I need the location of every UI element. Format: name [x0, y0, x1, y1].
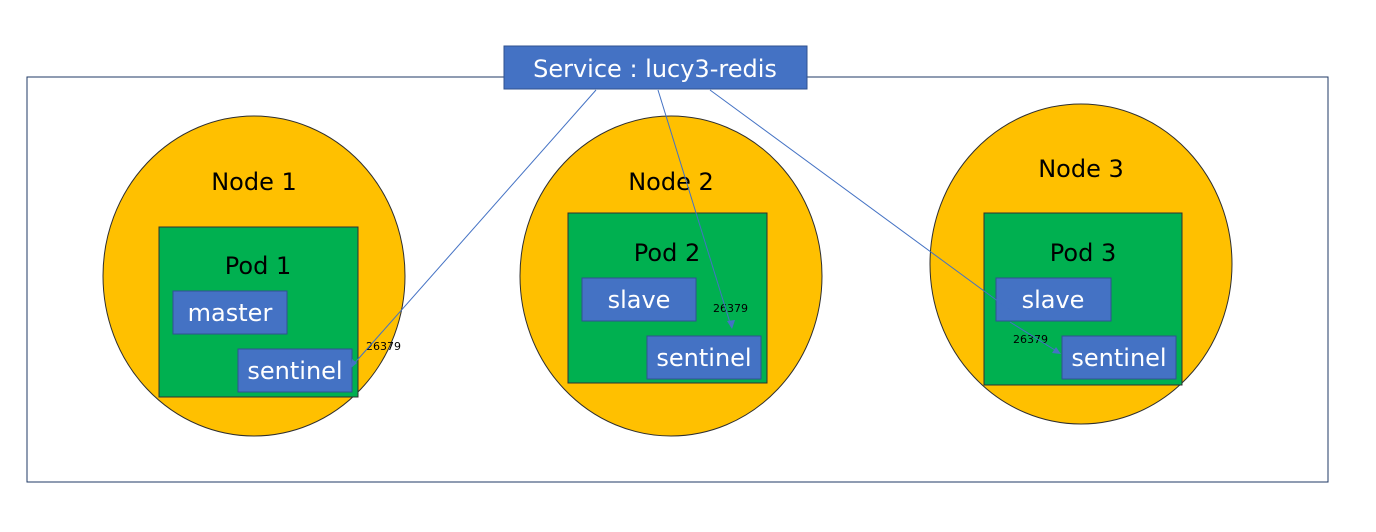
- service-to-sentinel-3-line: [709, 89, 1011, 311]
- slave-3-label: slave: [1022, 286, 1085, 314]
- arrow-head-3: [1052, 347, 1061, 354]
- slave-2-label: slave: [608, 286, 671, 314]
- port-2-label: 26379: [713, 302, 748, 315]
- sentinel-3-link-line: [1009, 321, 1059, 353]
- sentinel-2-box: [646, 335, 762, 380]
- sentinel-1-label: sentinel: [247, 357, 342, 385]
- port-3-label: 26379: [1013, 333, 1048, 346]
- service-rect: [503, 45, 808, 90]
- pod-1-label: Pod 1: [225, 252, 291, 280]
- port-1-label: 26379: [366, 340, 401, 353]
- master-box: [172, 290, 288, 335]
- sentinel-3-label: sentinel: [1071, 344, 1166, 372]
- service-to-sentinel-1-line: [351, 89, 597, 367]
- sentinel-1-box: [237, 348, 353, 393]
- pod-2-label: Pod 2: [634, 239, 700, 267]
- arrow-head-1: [351, 359, 357, 368]
- node-3: Node 3 Pod 3 slave sentinel 26379: [929, 103, 1233, 425]
- node-1-label: Node 1: [211, 168, 297, 196]
- node-1: Node 1 Pod 1 master sentinel 26379: [102, 115, 406, 437]
- service-box: Service : lucy3-redis: [503, 45, 808, 90]
- slave-2-box: [581, 277, 697, 322]
- node-2: Node 2 Pod 2 slave sentinel 26379: [519, 115, 823, 437]
- node-3-label: Node 3: [1038, 155, 1124, 183]
- arrow-head-2: [727, 320, 735, 329]
- sentinel-2-label: sentinel: [656, 344, 751, 372]
- pod-3-label: Pod 3: [1050, 239, 1116, 267]
- master-label: master: [188, 299, 273, 327]
- node-2-label: Node 2: [628, 168, 714, 196]
- service-label: Service : lucy3-redis: [533, 55, 777, 83]
- service-to-sentinel-2-line: [657, 89, 732, 327]
- sentinel-3-box: [1061, 335, 1177, 380]
